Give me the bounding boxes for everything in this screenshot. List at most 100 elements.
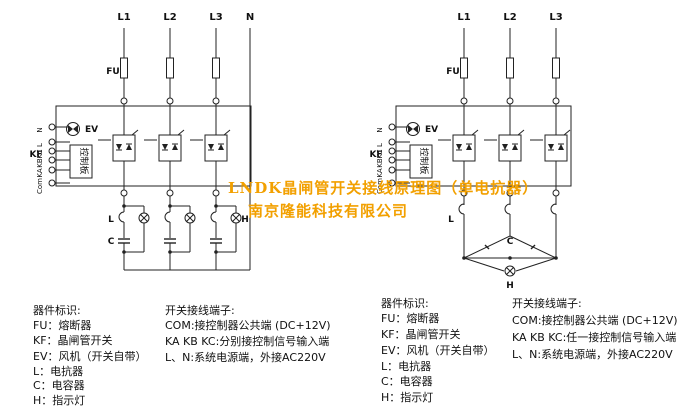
terminal-node — [120, 97, 128, 105]
inductor-symbol — [504, 203, 511, 215]
control-terminal — [388, 138, 396, 146]
lamp-cross — [232, 214, 240, 222]
junction-dot — [168, 250, 172, 254]
inductor-label: L — [108, 215, 114, 225]
controller-label: 控制板 — [78, 147, 90, 174]
junction-dot — [122, 250, 126, 254]
switch-label: KF — [369, 150, 382, 160]
right-terminals-title: 开关接线端子: — [512, 297, 582, 310]
control-terminal — [388, 123, 396, 131]
controller-board — [69, 144, 93, 179]
right-terminal-item: KA KB KC:任一接控制信号输入端 — [512, 331, 677, 344]
thyristor-module — [204, 134, 228, 162]
junction-dot — [214, 204, 218, 208]
lamp-wire — [515, 257, 557, 272]
fuse-symbol — [120, 57, 128, 79]
thyristor-module — [498, 134, 522, 162]
thyristor-symbol — [548, 144, 554, 150]
terminal-label: N — [36, 127, 44, 132]
left-terminal-item: COM:接控制器公共端 (DC+12V) — [165, 319, 331, 332]
control-terminal — [388, 166, 396, 174]
phase-label: L1 — [457, 12, 470, 23]
terminal-label: KA — [376, 168, 384, 177]
phase-label: L1 — [117, 12, 130, 23]
control-terminal — [388, 156, 396, 164]
capacitor-symbol — [530, 244, 536, 250]
capacitor-label: C — [507, 237, 514, 247]
right-part-item: L：电抗器 — [381, 360, 432, 373]
thyristor-symbol — [456, 144, 462, 150]
terminal-node — [460, 97, 468, 105]
lamp-label: H — [506, 281, 514, 291]
terminal-node — [212, 97, 220, 105]
thyristor-gate — [563, 129, 571, 136]
thyristor-symbol — [162, 144, 168, 150]
lamp-wire — [463, 257, 505, 272]
phase-label: L3 — [549, 12, 562, 23]
control-terminal — [48, 147, 56, 155]
control-terminal — [48, 123, 56, 131]
thyristor-symbol — [126, 144, 132, 150]
right-part-item: C：电容器 — [381, 375, 433, 388]
terminal-label: L — [376, 143, 384, 147]
lamp-cross — [506, 267, 514, 275]
switch-box — [395, 105, 572, 187]
left-part-item: KF：晶闸管开关 — [33, 334, 113, 347]
thyristor-module — [158, 134, 182, 162]
switch-label: KF — [29, 150, 42, 160]
left-terminals-title: 开关接线端子: — [165, 304, 235, 317]
inductor-symbol — [210, 211, 217, 223]
terminal-label: KA — [36, 168, 44, 177]
fan-icon — [68, 125, 78, 133]
switch-box — [55, 105, 252, 187]
controller-board — [409, 144, 433, 179]
controller-label: 控制板 — [418, 147, 430, 174]
junction-dot — [122, 204, 126, 208]
junction-dot — [462, 256, 466, 260]
left-part-item: EV：风机（开关自带） — [33, 350, 147, 363]
lamp-cross — [186, 214, 194, 222]
terminal-node — [506, 97, 514, 105]
thyristor-gate — [177, 129, 185, 136]
control-terminal — [48, 179, 56, 187]
left-terminal-item: KA KB KC:分别接控制信号输入端 — [165, 335, 330, 348]
terminal-label: KB — [376, 158, 384, 168]
lamp-label: H — [241, 215, 249, 225]
thyristor-module — [112, 134, 136, 162]
terminal-label: Com — [376, 178, 384, 194]
fuse-symbol — [552, 57, 560, 79]
thyristor-symbol — [502, 144, 508, 150]
terminal-label: KB — [36, 158, 44, 168]
left-part-item: FU：熔断器 — [33, 319, 92, 332]
thyristor-symbol — [218, 144, 224, 150]
right-part-item: EV：风机（开关自带） — [381, 344, 495, 357]
right-part-item: FU：熔断器 — [381, 312, 440, 325]
thyristor-gate — [223, 129, 231, 136]
left-parts-title: 器件标识: — [33, 304, 81, 317]
inductor-label: L — [448, 215, 454, 225]
phase-label: L3 — [209, 12, 222, 23]
thyristor-symbol — [558, 144, 564, 150]
thyristor-symbol — [208, 144, 214, 150]
fan-label: EV — [85, 125, 98, 135]
junction-dot — [214, 250, 218, 254]
terminal-node — [212, 189, 220, 197]
right-parts-title: 器件标识: — [381, 297, 429, 310]
lamp-cross — [140, 214, 148, 222]
left-terminal-item: L、N:系统电源端，外接AC220V — [165, 351, 326, 364]
watermark-title: LNDK晶闸管开关接线原理图（单电抗器） — [228, 179, 539, 197]
thyristor-gate — [517, 129, 525, 136]
thyristor-symbol — [116, 144, 122, 150]
thyristor-module — [452, 134, 476, 162]
junction-dot — [508, 256, 512, 260]
right-part-item: H：指示灯 — [381, 391, 434, 404]
terminal-label: KC — [36, 149, 44, 158]
terminal-label: N — [376, 127, 384, 132]
control-terminal — [48, 156, 56, 164]
terminal-node — [552, 189, 560, 197]
terminal-node — [552, 97, 560, 105]
terminal-node — [120, 189, 128, 197]
control-terminal — [48, 138, 56, 146]
thyristor-gate — [471, 129, 479, 136]
